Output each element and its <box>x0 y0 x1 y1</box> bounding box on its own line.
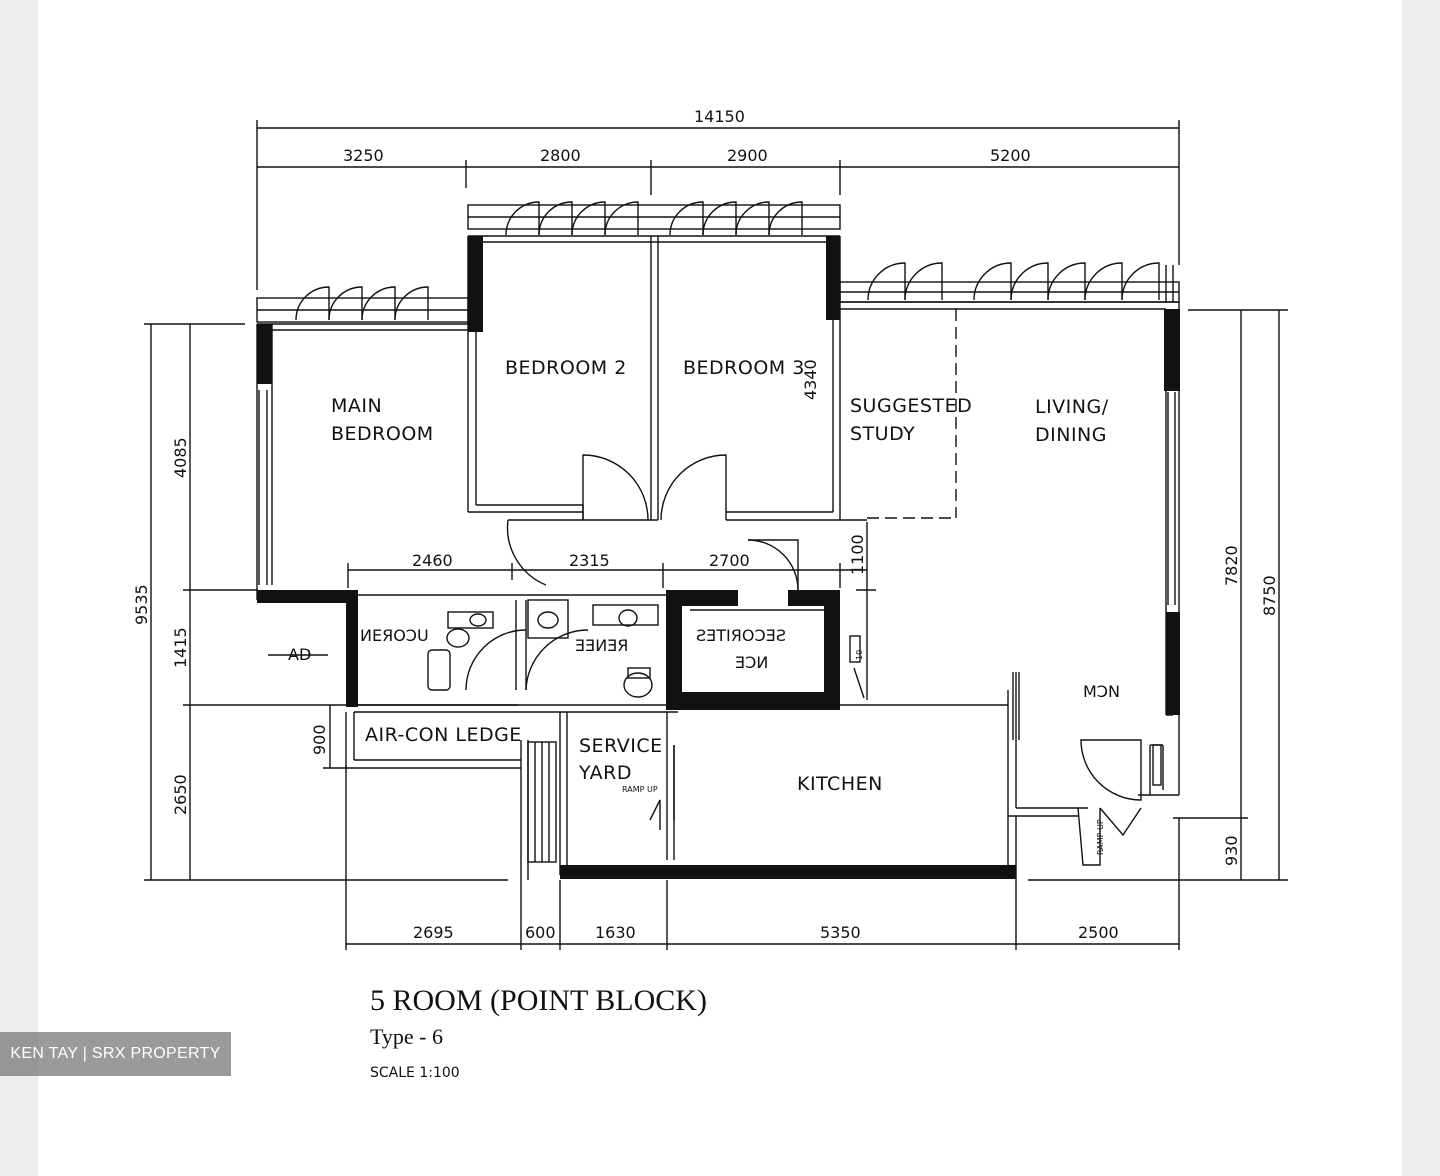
service-yard-label-line2: YARD <box>578 762 632 784</box>
dim-mid-3: 2700 <box>709 551 750 570</box>
dim-top-1: 3250 <box>343 146 384 165</box>
dim-left-total: 9535 <box>132 584 151 625</box>
plan-type: Type - 6 <box>370 1024 443 1049</box>
aircon-small-label: AD <box>288 645 311 664</box>
main-bedroom-label-line1: MAIN <box>331 395 382 417</box>
study-label-line2: STUDY <box>850 423 915 445</box>
window-casements <box>295 201 1160 321</box>
shelter-tag-label: 10 <box>855 650 864 660</box>
dim-top-2: 2800 <box>540 146 581 165</box>
right-dimensions <box>1028 309 1288 881</box>
floor-plan-drawing: MAIN BEDROOM BEDROOM 2 BEDROOM 3 SUGGEST… <box>132 107 1288 1081</box>
dim-bottom-4: 5350 <box>820 923 861 942</box>
plan-scale: SCALE 1:100 <box>370 1065 460 1081</box>
dim-right-total: 8750 <box>1260 575 1279 616</box>
dim-right-lower: 930 <box>1222 835 1241 866</box>
bathroom-right-label: ƎƎИƎЯ <box>575 636 628 655</box>
dim-right-upper: 7820 <box>1222 545 1241 586</box>
bathroom-fixtures <box>427 599 1162 786</box>
dim-bottom-3: 1630 <box>595 923 636 942</box>
study-label-line1: SUGGESTED <box>850 395 972 417</box>
service-yard-label-line1: SERVICE <box>579 735 663 757</box>
dim-top-4: 5200 <box>990 146 1031 165</box>
title-block: 5 ROOM (POINT BLOCK) Type - 6 SCALE 1:10… <box>370 984 707 1081</box>
bottom-dimensions <box>345 765 1180 950</box>
dim-overall-width: 14150 <box>694 107 745 126</box>
dim-bottom-2: 600 <box>525 923 556 942</box>
dim-left-lower: 2650 <box>171 774 190 815</box>
dim-bottom-1: 2695 <box>413 923 454 942</box>
bedroom3-label: BEDROOM 3 <box>683 357 805 379</box>
ledge-ladder <box>527 741 557 863</box>
main-bedroom-label-line2: BEDROOM <box>331 423 434 445</box>
dim-mid-2: 2315 <box>569 551 610 570</box>
room-labels: MAIN BEDROOM BEDROOM 2 BEDROOM 3 SUGGEST… <box>288 357 1120 855</box>
living-label-line2: DINING <box>1035 424 1107 446</box>
living-label-line1: LIVING/ <box>1035 396 1109 418</box>
mid-dimensions <box>347 522 876 700</box>
dim-left-mid: 1415 <box>171 627 190 668</box>
dim-bedroom-depth: 4340 <box>801 359 820 400</box>
dim-left-ledge: 900 <box>310 724 329 755</box>
dim-left-upper: 4085 <box>171 437 190 478</box>
dim-top-3: 2900 <box>727 146 768 165</box>
plan-title: 5 ROOM (POINT BLOCK) <box>370 984 707 1017</box>
top-dimensions <box>256 120 1180 290</box>
entrance-label: MƆN <box>1083 682 1120 701</box>
aircon-ledge-label: AIR-CON LEDGE <box>365 724 522 746</box>
dim-bottom-5: 2500 <box>1078 923 1119 942</box>
bedroom2-label: BEDROOM 2 <box>505 357 627 379</box>
watermark-badge: KEN TAY | SRX PROPERTY <box>0 1032 231 1076</box>
household-shelter-label-line2: ƎƆИ <box>735 653 768 672</box>
dim-mid-right: 1100 <box>848 534 867 575</box>
kitchen-label: KITCHEN <box>797 773 883 795</box>
household-shelter-label-line1: ƧƎTIЯOƆƎƧ <box>696 626 786 645</box>
ramp-up-label: RAMP UP <box>622 785 658 794</box>
dimension-labels: 14150 3250 2800 2900 5200 4340 4085 9535… <box>132 107 1279 942</box>
doors <box>465 454 1142 866</box>
shelter-vents <box>849 635 865 699</box>
structural-walls <box>257 236 1180 879</box>
bathroom-left-label: ИEЯOƆU <box>360 626 429 645</box>
dim-mid-1: 2460 <box>412 551 453 570</box>
ramp-up-side-label: RAMP UP <box>1096 819 1105 855</box>
floor-plan-sheet: MAIN BEDROOM BEDROOM 2 BEDROOM 3 SUGGEST… <box>38 0 1402 1176</box>
windows <box>256 204 1180 740</box>
